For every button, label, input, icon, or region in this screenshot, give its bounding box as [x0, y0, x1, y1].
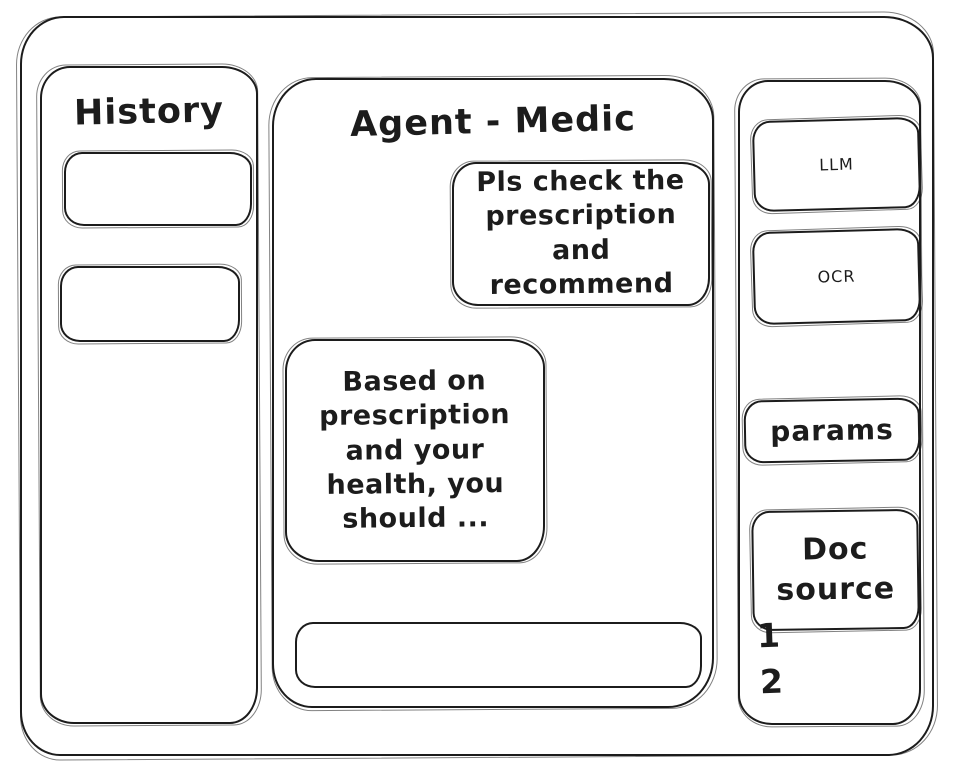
agent-message-bubble: Based on prescription and your health, y… [285, 339, 545, 562]
doc-source-item[interactable]: 1 [756, 615, 782, 656]
history-item[interactable] [64, 152, 252, 226]
chat-title: Agent - Medic [349, 99, 637, 145]
doc-source-button[interactable]: Doc source [751, 508, 920, 632]
params-button[interactable]: params [743, 397, 921, 464]
ocr-button[interactable]: OCR [751, 227, 922, 326]
tools-panel: LLM OCR params Doc source 1 2 [738, 80, 922, 725]
doc-source-item[interactable]: 2 [759, 661, 785, 702]
user-message-bubble: Pls check the prescription and recommend [452, 162, 710, 306]
llm-button[interactable]: LLM [751, 116, 922, 213]
agent-message-text: Based on prescription and your health, y… [319, 365, 511, 535]
user-message-text: Pls check the prescription and recommend [476, 165, 685, 302]
chat-panel: Agent - Medic Pls check the prescription… [272, 78, 714, 708]
history-title: History [73, 90, 225, 134]
history-panel: History [40, 66, 258, 724]
history-item[interactable] [60, 266, 240, 342]
message-input[interactable] [295, 622, 702, 688]
